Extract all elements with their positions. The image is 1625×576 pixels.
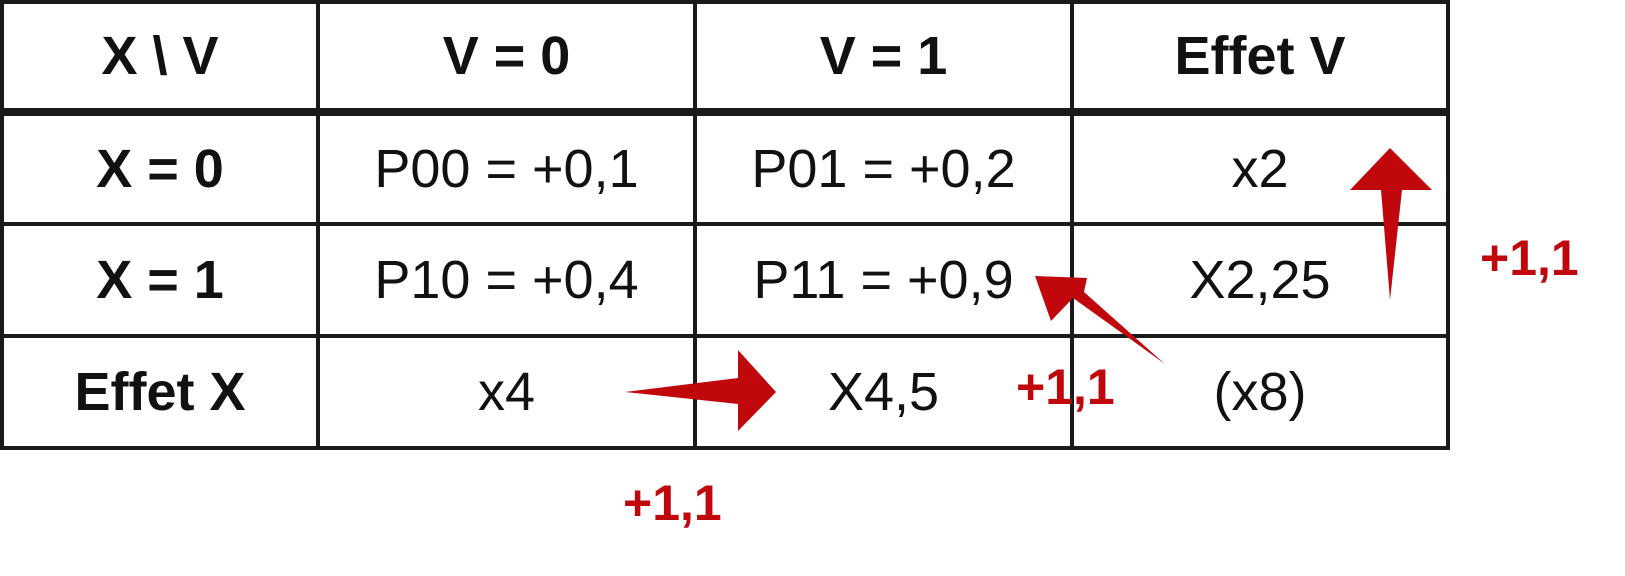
header-row: X \ V V = 0 V = 1 Effet V — [0, 0, 1450, 116]
table-row: X = 0 P00 = +0,1 P01 = +0,2 x2 — [0, 110, 1450, 226]
column-header-effet-v: Effet V — [1070, 0, 1450, 116]
row-header-effet-x: Effet X — [0, 334, 320, 450]
table-row: X = 1 P10 = +0,4 P11 = +0,9 X2,25 — [0, 222, 1450, 338]
table-row: Effet X x4 X4,5 (x8) — [0, 334, 1450, 450]
corner-header: X \ V — [0, 0, 320, 116]
cell-p11: P11 = +0,9 — [693, 222, 1074, 338]
row-header-x0: X = 0 — [0, 110, 320, 226]
row-header-x1: X = 1 — [0, 222, 320, 338]
cell-effet-x-v0: x4 — [316, 334, 697, 450]
cell-p10: P10 = +0,4 — [316, 222, 697, 338]
cell-p00: P00 = +0,1 — [316, 110, 697, 226]
cell-effet-v-x1: X2,25 — [1070, 222, 1450, 338]
column-header-v1: V = 1 — [693, 0, 1074, 116]
column-header-v0: V = 0 — [316, 0, 697, 116]
gain-label-horizontal: +1,1 — [623, 475, 722, 531]
cell-effet-combined: (x8) — [1070, 334, 1450, 450]
cell-p01: P01 = +0,2 — [693, 110, 1074, 226]
comparison-table: X \ V V = 0 V = 1 Effet V X = 0 P00 = +0… — [0, 0, 1450, 450]
gain-label-vertical: +1,1 — [1480, 230, 1579, 286]
gain-label-diagonal: +1,1 — [1016, 359, 1115, 415]
cell-effet-v-x0: x2 — [1070, 110, 1450, 226]
